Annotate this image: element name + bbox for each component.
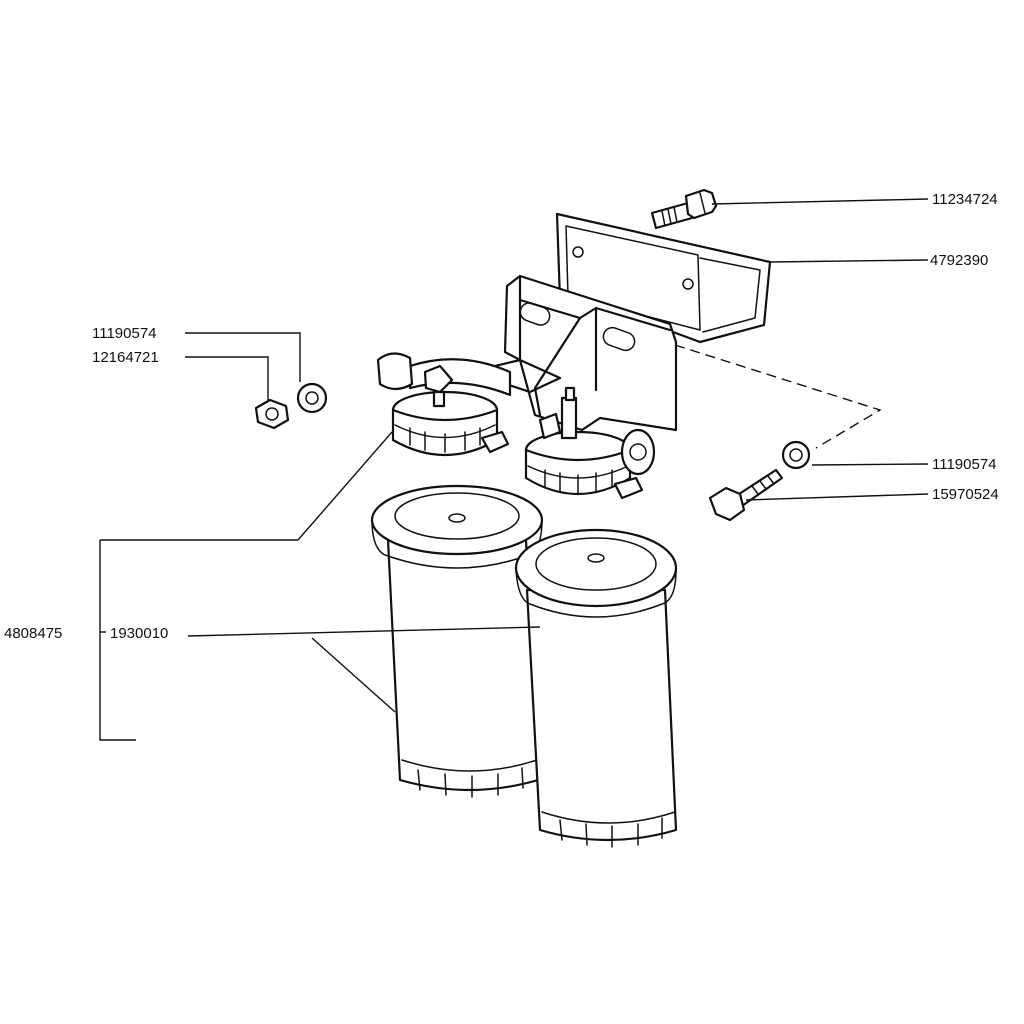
label-assembly: 4808475	[4, 625, 62, 642]
label-bolt-top: 11234724	[932, 191, 998, 208]
label-filter: 1930010	[110, 625, 168, 642]
filter-head-right	[524, 386, 656, 500]
washer-right	[781, 440, 811, 470]
bolt-right	[708, 468, 784, 522]
filter-cartridge-left	[370, 484, 544, 798]
part-labels: 11234724 4792390 11190574 12164721 11190…	[4, 191, 999, 642]
label-washer-right: 11190574	[932, 456, 997, 473]
label-bracket-gasket: 4792390	[930, 252, 988, 269]
filter-cartridge-right	[514, 528, 678, 848]
label-bolt-right: 15970524	[932, 486, 999, 503]
washer-left	[296, 382, 328, 414]
leader-lines	[99, 198, 929, 741]
bolt-top	[650, 188, 718, 230]
mounting-bracket	[468, 274, 678, 432]
filter-head-left	[376, 352, 512, 456]
label-nut-left: 12164721	[92, 349, 159, 366]
label-washer-left: 11190574	[92, 325, 157, 342]
nut-left	[254, 398, 290, 430]
